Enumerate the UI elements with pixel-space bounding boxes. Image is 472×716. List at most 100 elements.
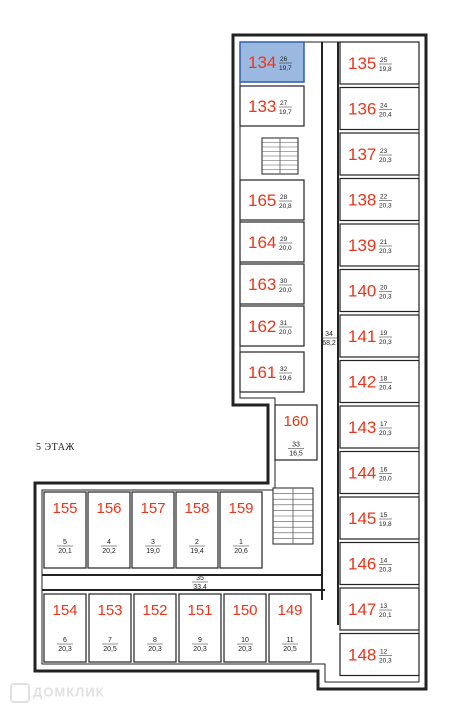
room-area: 20,3 <box>379 430 392 437</box>
room-area: 19,8 <box>379 521 392 528</box>
room-index: 21 <box>380 239 388 246</box>
room-area: 19,7 <box>279 65 292 72</box>
room-index: 3 <box>151 539 155 546</box>
highlighted-room-fill <box>239 41 305 83</box>
room-area: 19,4 <box>190 548 204 555</box>
room-number: 137 <box>348 145 376 164</box>
room-index: 26 <box>280 56 288 63</box>
room-number: 152 <box>142 602 167 619</box>
room-153: 153 7 20,5 <box>88 593 132 663</box>
room-area: 20,3 <box>379 248 392 255</box>
room-number: 149 <box>277 602 302 619</box>
room-index: 4 <box>107 539 111 546</box>
room-area: 20,3 <box>58 646 72 653</box>
room-area: 20,3 <box>379 567 392 574</box>
room-area: 20,4 <box>379 385 392 392</box>
room-number: 162 <box>248 317 276 336</box>
room-number: 165 <box>248 191 276 210</box>
room-number: 140 <box>348 282 376 301</box>
room-index: 7 <box>108 637 112 644</box>
room-area: 20,3 <box>193 646 207 653</box>
room-number: 146 <box>348 555 376 574</box>
room-number: 136 <box>348 100 376 119</box>
room-index: 14 <box>380 558 388 565</box>
room-area: 20,5 <box>283 646 297 653</box>
room-162: 162 31 20,0 <box>239 305 305 347</box>
room-number: 144 <box>348 464 376 483</box>
room-number: 142 <box>348 373 376 392</box>
room-area: 20,3 <box>379 658 392 665</box>
room-number: 159 <box>228 500 253 517</box>
room-number: 150 <box>232 602 257 619</box>
room-index: 31 <box>280 320 288 327</box>
room-163: 163 30 20,0 <box>239 263 305 305</box>
room-index: 11 <box>286 637 293 644</box>
room-152: 152 8 20,3 <box>133 593 177 663</box>
room-index: 33 <box>292 442 300 449</box>
room-number: 143 <box>348 418 376 437</box>
room-number: 147 <box>348 600 376 619</box>
room-number: 157 <box>140 500 165 517</box>
room-index: 12 <box>380 649 388 656</box>
room-number: 135 <box>348 54 376 73</box>
room-number: 164 <box>248 233 276 252</box>
corridor-horizontal: 35 33,4 <box>192 575 208 591</box>
room-number: 155 <box>52 500 77 517</box>
watermark-text: ДОМКЛИК <box>33 684 105 700</box>
room-index: 8 <box>153 637 157 644</box>
room-index: 16 <box>380 467 388 474</box>
watermark-icon <box>10 683 30 703</box>
room-157: 157 3 19,0 <box>131 491 175 569</box>
room-index: 17 <box>380 421 388 428</box>
corridor-index: 34 <box>325 331 333 338</box>
room-area: 20,3 <box>238 646 252 653</box>
room-index: 10 <box>241 637 249 644</box>
room-number: 154 <box>52 602 77 619</box>
room-150: 150 10 20,3 <box>223 593 267 663</box>
room-index: 25 <box>380 57 388 64</box>
corridor-index: 35 <box>196 575 204 582</box>
room-index: 22 <box>380 194 388 201</box>
room-area: 20,8 <box>279 203 292 210</box>
room-area: 20,0 <box>279 287 292 294</box>
room-area: 20,3 <box>379 339 392 346</box>
room-index: 15 <box>380 512 388 519</box>
room-area: 19,0 <box>146 548 160 555</box>
room-area: 20,5 <box>103 646 117 653</box>
room-number: 163 <box>248 275 276 294</box>
staircase-south <box>272 487 314 545</box>
room-area: 19,6 <box>279 375 292 382</box>
room-number: 138 <box>348 191 376 210</box>
room-number: 151 <box>187 602 212 619</box>
room-area: 20,1 <box>379 612 392 619</box>
room-number: 145 <box>348 509 376 528</box>
room-index: 30 <box>280 278 288 285</box>
corridor-area: 33,4 <box>193 584 207 591</box>
room-area: 20,6 <box>234 548 248 555</box>
watermark-logo: ДОМКЛИК <box>10 683 105 703</box>
room-number: 153 <box>97 602 122 619</box>
room-number: 133 <box>248 97 276 116</box>
room-index: 23 <box>380 148 388 155</box>
room-number: 141 <box>348 327 376 346</box>
room-index: 2 <box>195 539 199 546</box>
room-148: 148 12 20,3 <box>339 632 420 677</box>
room-area: 20,3 <box>148 646 162 653</box>
room-number: 148 <box>348 646 376 665</box>
room-area: 20,0 <box>279 329 292 336</box>
